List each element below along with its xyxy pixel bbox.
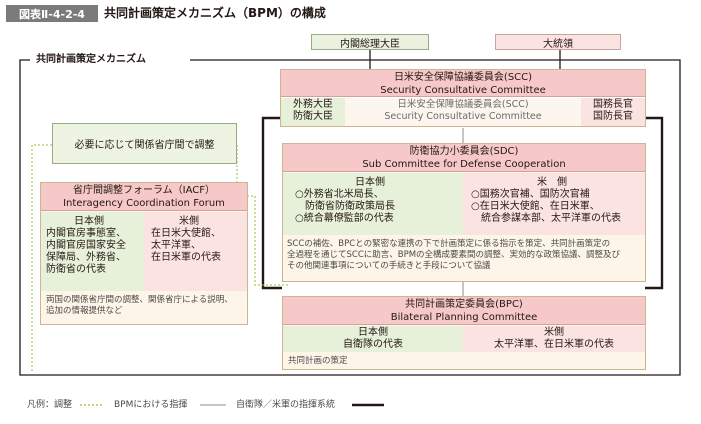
legend-chain-label: 自衛隊／米軍の指揮系統 — [236, 400, 336, 410]
iacf-us-heading: 米側 — [179, 216, 199, 227]
coord-dotted-line-a — [31, 144, 52, 372]
iacf-us-line: 太平洋軍、 — [151, 240, 201, 251]
sdc-note-line: SCCの補佐、BPCとの緊密な連携の下で計画策定に係る指示を策定、共同計画策定の — [287, 239, 611, 249]
scc-us-members: 国務長官 国防長官 — [581, 98, 645, 126]
iacf-japan-line: 内閣官房国家安全 — [46, 240, 126, 251]
legend-prefix-label: 凡例： — [27, 400, 55, 410]
figure-label: 図表Ⅱ-4-2-4 — [6, 5, 98, 22]
scc-box: 日米安全保障協議委員会(SCC) Security Consultative C… — [280, 69, 646, 127]
sdc-japan-line: ○統合幕僚監部の代表 — [295, 213, 394, 224]
iacf-japan-heading: 日本側 — [74, 216, 104, 227]
bpc-japan-heading: 日本側 — [358, 327, 388, 338]
bpc-note: 共同計画の策定 — [288, 356, 348, 366]
bpc-title-en: Bilateral Planning Committee — [390, 312, 538, 323]
sdc-note-line: その他関連事項についての手続きと手段について協議 — [287, 261, 491, 271]
legend-bpm-command-label: BPMにおける指揮 — [114, 400, 188, 410]
scc-header: 日米安全保障協議委員会(SCC) Security Consultative C… — [281, 70, 645, 97]
bpc-japan-side: 日本側 自衛隊の代表 — [283, 326, 463, 352]
sdc-us-heading: 米 側 — [537, 177, 567, 188]
scc-japan-members: 外務大臣 防衛大臣 — [281, 98, 345, 126]
legend-coordination-label: 調整 — [54, 400, 73, 410]
figure-title: 共同計画策定メカニズム（BPM）の構成 — [104, 6, 326, 20]
bpc-title-jp: 共同計画策定委員会(BPC) — [405, 299, 523, 310]
bpc-us-line: 太平洋軍、在日米軍の代表 — [494, 339, 614, 350]
sdc-note-line: 全過程を通じてSCCに助言、BPMの全構成要素間の調整、実効的な政策協議、調整及… — [287, 250, 621, 260]
pm-box: 内閣総理大臣 — [311, 34, 429, 50]
bpc-us-side: 米側 太平洋軍、在日米軍の代表 — [463, 326, 645, 352]
sdc-us-side: 米 側 ○国務次官補、国防次官補 ○在日米大使館、在日米軍、 統合参謀本部、太平… — [463, 173, 645, 235]
usf-chain-line — [645, 116, 664, 290]
sdc-us-line: ○在日米大使館、在日米軍、 — [471, 201, 600, 212]
sdc-japan-line: 防衛省防衛政策局長 — [305, 201, 395, 212]
sdc-title-en: Sub Committee for Defense Cooperation — [362, 159, 566, 170]
sdc-note: SCCの補佐、BPCとの緊密な連携の下で計画策定に係る指示を策定、共同計画策定の… — [287, 239, 645, 272]
legend-prefix: 凡例：調整 — [27, 399, 72, 411]
scc-title-jp: 日米安全保障協議委員会(SCC) — [393, 72, 533, 83]
scc-middle-en: Security Consultative Committee — [384, 111, 542, 122]
iacf-note-line: 両国の関係省庁間の調整、関係省庁による説明、 — [46, 295, 233, 305]
scc-middle-jp: 日米安全保障協議委員会(SCC) — [397, 99, 529, 110]
sdc-japan-side: 日本側 ○外務省北米局長、 防衛省防衛政策局長 ○統合幕僚監部の代表 — [283, 173, 463, 235]
iacf-note: 両国の関係省庁間の調整、関係省庁による説明、 追加の情報提供など — [46, 295, 246, 317]
bpc-us-heading: 米側 — [544, 327, 564, 338]
scc-title-en: Security Consultative Committee — [380, 85, 546, 96]
mechanism-border — [19, 59, 681, 376]
iacf-us-line: 在日米大使館、 — [151, 228, 221, 239]
iacf-japan-line: 保障局、外務省、 — [46, 252, 126, 263]
coordination-note-box: 必要に応じて関係省庁間で調整 — [52, 123, 237, 164]
iacf-us-side: 米側 在日米大使館、 太平洋軍、 在日米軍の代表 — [144, 212, 247, 291]
mechanism-label: 共同計画策定メカニズム — [30, 53, 190, 67]
sdc-header: 防衛協力小委員会(SDC) Sub Committee for Defense … — [283, 144, 645, 172]
scc-middle: 日米安全保障協議委員会(SCC) Security Consultative C… — [345, 98, 581, 126]
sdc-us-line: ○国務次官補、国防次官補 — [471, 189, 590, 200]
scc-member: 防衛大臣 — [293, 111, 333, 122]
president-box: 大統領 — [495, 34, 621, 50]
scc-member: 国防長官 — [593, 111, 633, 122]
iacf-box: 省庁間調整フォーラム（IACF） Interagency Coordinatio… — [40, 182, 248, 325]
iacf-note-line: 追加の情報提供など — [46, 306, 123, 316]
sdc-title-jp: 防衛協力小委員会(SDC) — [409, 146, 519, 157]
sdc-us-line: 統合参謀本部、太平洋軍の代表 — [481, 213, 621, 224]
iacf-japan-line: 内閣官房事態室、 — [46, 228, 126, 239]
iacf-us-line: 在日米軍の代表 — [151, 252, 221, 263]
scc-member: 外務大臣 — [293, 99, 333, 110]
iacf-header: 省庁間調整フォーラム（IACF） Interagency Coordinatio… — [41, 183, 247, 211]
sdc-box: 防衛協力小委員会(SDC) Sub Committee for Defense … — [282, 143, 646, 282]
bpc-japan-line: 自衛隊の代表 — [343, 339, 403, 350]
sdc-japan-heading: 日本側 — [355, 177, 385, 188]
coord-dotted-line-b — [247, 195, 290, 286]
bpc-header: 共同計画策定委員会(BPC) Bilateral Planning Commit… — [283, 297, 645, 325]
jsdf-chain-line — [261, 116, 282, 290]
iacf-japan-line: 防衛省の代表 — [46, 264, 106, 275]
sdc-japan-line: ○外務省北米局長、 — [295, 189, 384, 200]
iacf-title-jp: 省庁間調整フォーラム（IACF） — [72, 185, 216, 196]
bpc-box: 共同計画策定委員会(BPC) Bilateral Planning Commit… — [282, 296, 646, 370]
iacf-title-en: Interagency Coordination Forum — [63, 198, 225, 209]
scc-member: 国務長官 — [593, 99, 633, 110]
iacf-japan-side: 日本側 内閣官房事態室、 内閣官房国家安全 保障局、外務省、 防衛省の代表 — [41, 212, 144, 291]
